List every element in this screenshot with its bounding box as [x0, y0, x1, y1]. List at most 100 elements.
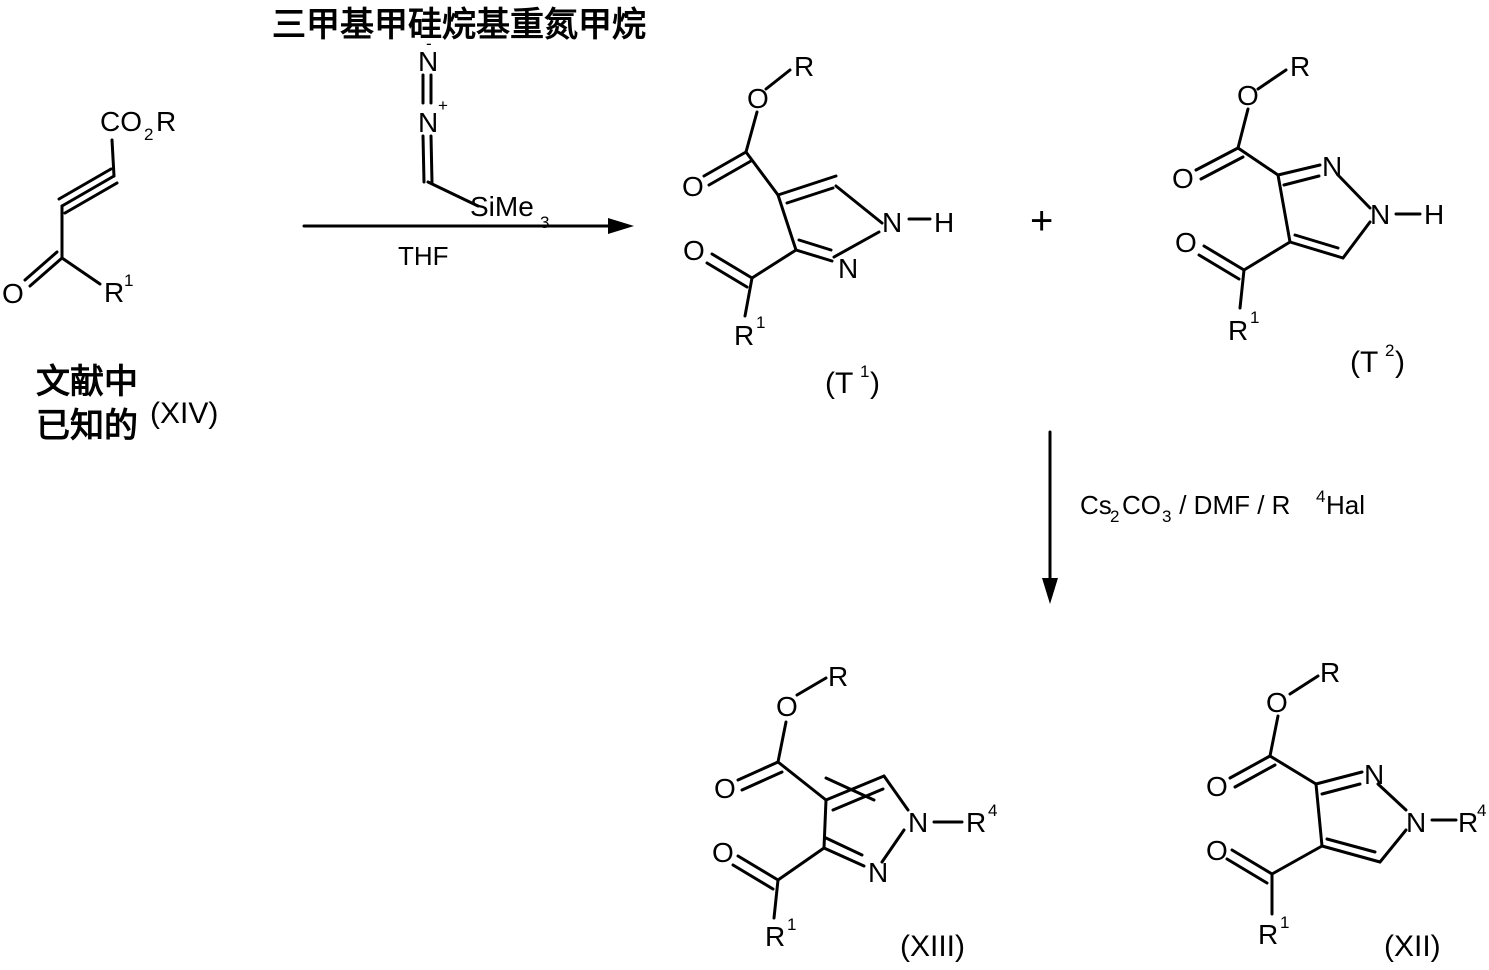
- n-substituent-superscript: 4: [1477, 801, 1486, 820]
- label-superscript: 1: [860, 362, 869, 381]
- bond: [746, 152, 778, 195]
- n-middle: N: [418, 107, 438, 138]
- negative-charge: -: [426, 34, 432, 53]
- ring-double-bond: [1322, 784, 1360, 794]
- ester-oxygen: O: [1237, 80, 1259, 111]
- carbonyl-double-bond: [1230, 756, 1270, 778]
- r1-superscript: 1: [124, 271, 133, 290]
- arrow-head: [608, 218, 634, 234]
- reagent-double-bond: [423, 136, 424, 182]
- label-text: (T: [825, 367, 853, 400]
- ring-double-bond: [1284, 176, 1319, 185]
- ring-double-bond: [796, 250, 832, 261]
- ring-bond: [1380, 830, 1406, 862]
- n-substituent: R: [1458, 807, 1478, 838]
- reaction-arrow: [304, 218, 634, 234]
- ring-double-bond: [799, 240, 831, 250]
- bond: [1270, 716, 1278, 756]
- ester-r: R: [794, 51, 814, 82]
- ring-bond: [1338, 175, 1370, 208]
- solvent-label: THF: [398, 241, 449, 271]
- ester-r: R: [1290, 51, 1310, 82]
- carbonyl-double-bond: [1235, 765, 1275, 787]
- plus-sign: +: [1030, 199, 1053, 243]
- carbonyl-oxygen: O: [682, 171, 704, 202]
- cond-cs-sub: 2: [1110, 507, 1119, 526]
- compound-label-xiii: (XIII): [900, 930, 965, 963]
- ring-bond: [836, 186, 882, 223]
- ring-nitrogen: N: [838, 253, 858, 284]
- bond: [797, 678, 826, 695]
- bond: [746, 112, 757, 152]
- literature-note-line2: 已知的: [36, 406, 138, 446]
- reagent-double-bond: [431, 136, 432, 182]
- bond: [774, 880, 778, 918]
- literature-note-line1: 文献中: [36, 362, 138, 402]
- label-close: ): [1395, 346, 1405, 379]
- cond-co: CO: [1122, 490, 1161, 520]
- ketone-double-bond: [707, 263, 747, 287]
- triple-bond-line: [62, 176, 114, 206]
- bond: [1290, 676, 1318, 694]
- ketone-double-bond: [712, 254, 752, 278]
- simes-group: SiMe: [470, 191, 534, 222]
- r1-superscript: 1: [787, 915, 796, 934]
- label-superscript: 2: [1385, 341, 1394, 360]
- ring-bond: [1343, 222, 1370, 258]
- r1-label: R: [1258, 919, 1278, 950]
- bond: [1238, 109, 1248, 148]
- bond: [778, 722, 786, 762]
- ring-nitrogen: N: [868, 857, 888, 888]
- ring-double-bond: [1278, 165, 1320, 175]
- n-substituent: H: [1424, 199, 1444, 230]
- reagent-name: 三甲基甲硅烷基重氮甲烷: [272, 5, 646, 45]
- co2r-co: CO: [100, 106, 142, 137]
- bond: [62, 258, 100, 284]
- ester-oxygen: O: [747, 83, 769, 114]
- carbonyl-double-bond: [1201, 157, 1243, 179]
- cond-tail: Hal: [1326, 490, 1365, 520]
- positive-charge: +: [438, 96, 448, 115]
- bond: [112, 140, 114, 176]
- ketone-oxygen: O: [683, 235, 705, 266]
- starting-material-xiv: CO 2 R O R 1: [2, 106, 176, 309]
- ketone-double-bond: [1232, 850, 1272, 874]
- bond: [752, 250, 796, 278]
- bond: [1240, 270, 1244, 308]
- ketone-double-bond: [1227, 859, 1267, 883]
- co2r-r: R: [156, 106, 176, 137]
- r1-superscript: 1: [1250, 308, 1259, 327]
- compound-xii: O R O O N N R 4 R 1: [1206, 657, 1486, 950]
- arrow-head: [1042, 578, 1058, 604]
- ketone-oxygen: O: [1175, 227, 1197, 258]
- carbonyl-oxygen: O: [714, 773, 736, 804]
- ring-bond: [884, 776, 908, 810]
- co2r-subscript: 2: [144, 125, 153, 144]
- r1-label: R: [765, 921, 785, 952]
- ring-nitrogen: N: [1370, 199, 1390, 230]
- ring-nitrogen: N: [908, 807, 928, 838]
- bond: [1238, 148, 1278, 175]
- ester-oxygen: O: [776, 691, 798, 722]
- ester-r: R: [828, 661, 848, 692]
- cond-cs: Cs: [1080, 490, 1112, 520]
- n-substituent-superscript: 4: [988, 801, 997, 820]
- compound-t2: O R O O N N H R 1: [1172, 51, 1444, 346]
- carbonyl-double-bond: [1196, 148, 1238, 170]
- compound-label-t1: (T 1 ): [825, 362, 880, 400]
- triple-bond-line: [65, 183, 117, 213]
- bond: [1258, 70, 1286, 89]
- ketone-double-bond: [738, 856, 778, 880]
- simes-subscript: 3: [540, 213, 549, 232]
- ketone-double-bond: [733, 865, 773, 889]
- bond: [1272, 846, 1322, 874]
- bond: [745, 278, 752, 316]
- label-close: ): [870, 367, 880, 400]
- carbonyl-double-bond: [709, 161, 751, 185]
- ring-nitrogen: N: [882, 207, 902, 238]
- ester-r: R: [1320, 657, 1340, 688]
- n-substituent: R: [966, 807, 986, 838]
- label-text: (T: [1350, 346, 1378, 379]
- compound-t1: O R O O N N H R 1: [682, 51, 954, 351]
